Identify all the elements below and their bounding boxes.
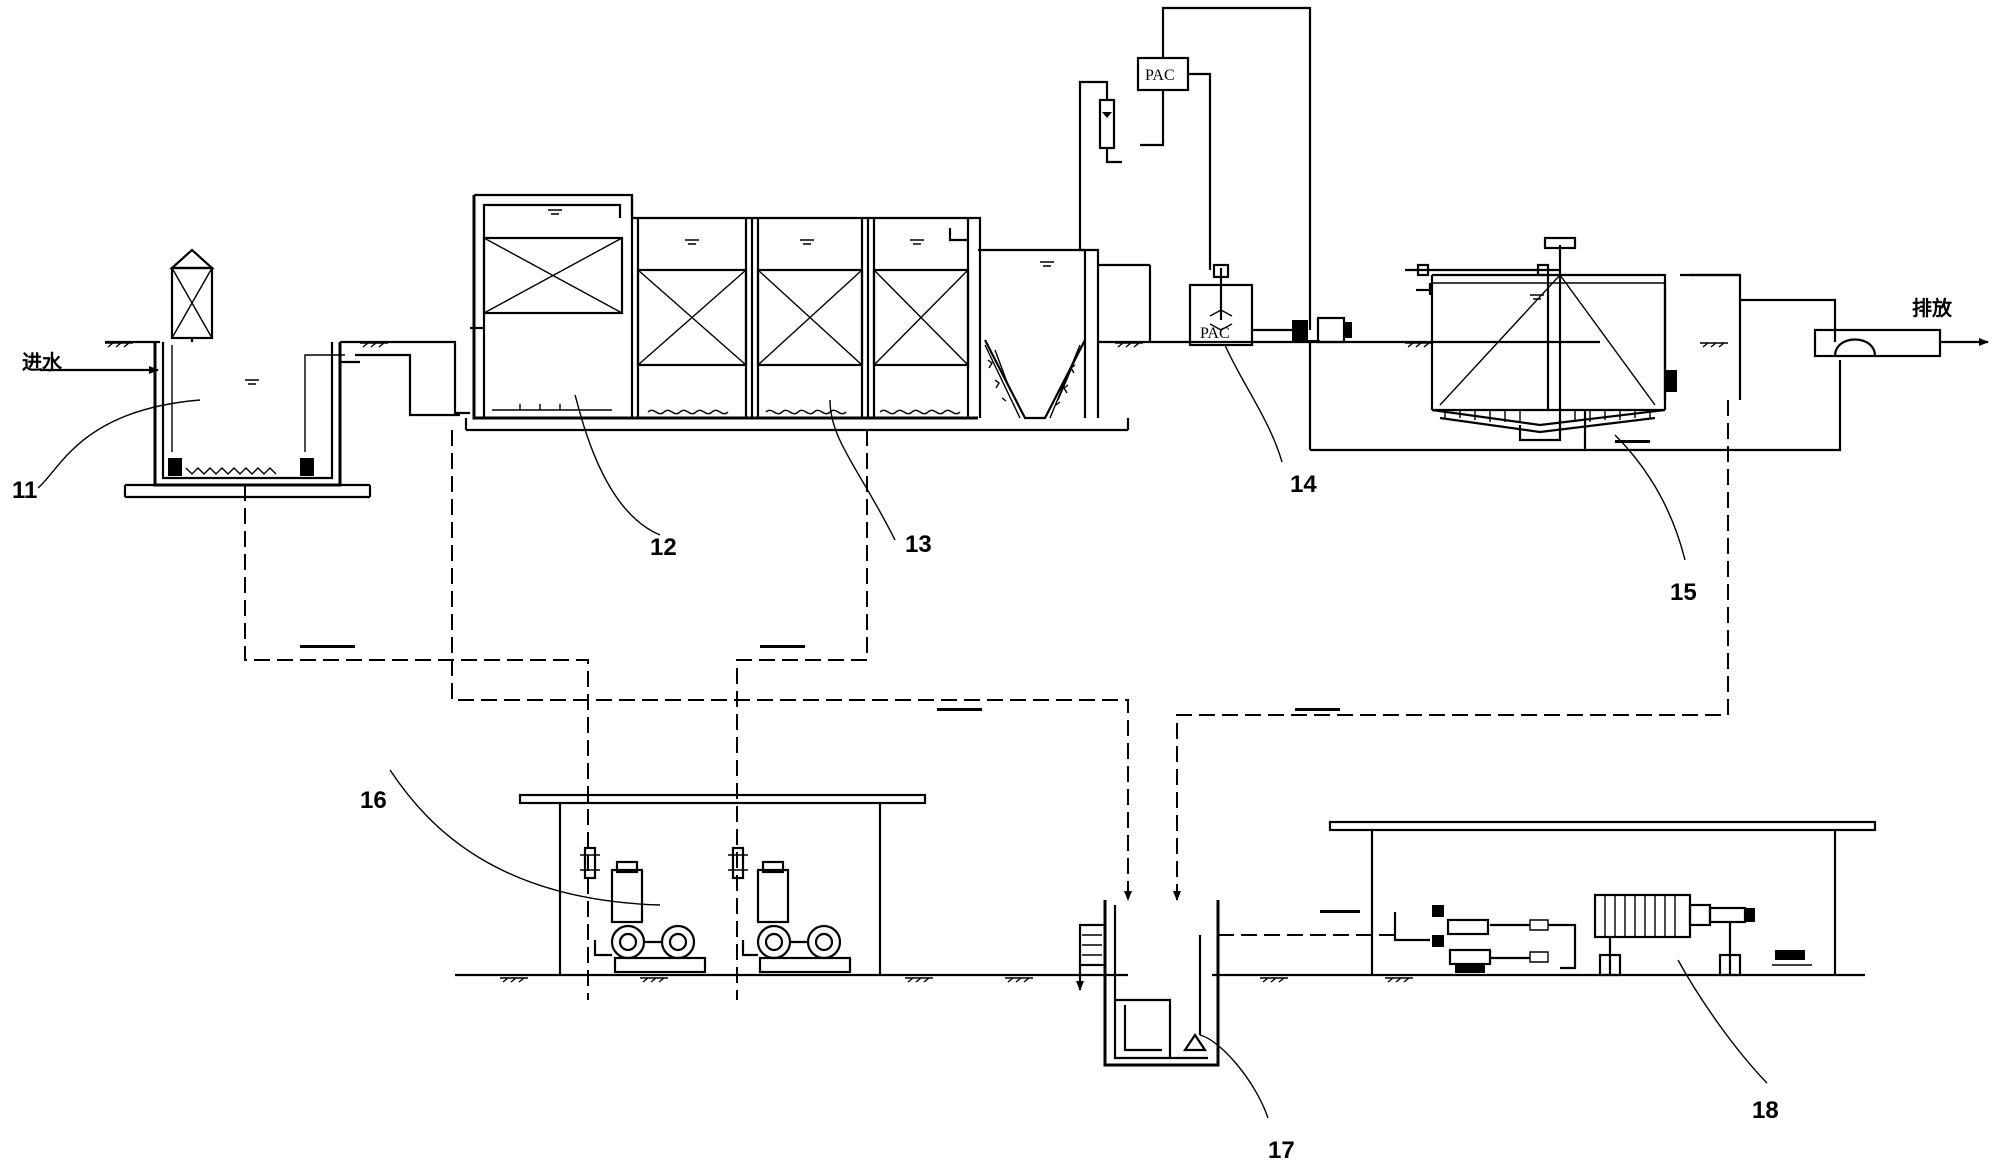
label-13: 13 xyxy=(905,531,932,558)
outlet-label: 排放 xyxy=(1912,296,1953,320)
inlet-label: 进水 xyxy=(22,350,63,374)
pump-house xyxy=(455,793,1865,977)
label-18: 18 xyxy=(1752,1097,1779,1124)
hydrolysis-tank xyxy=(464,193,1130,432)
pac-top-label: PAC xyxy=(1145,67,1175,84)
pac-dosing-system: PAC PAC xyxy=(1078,6,1352,347)
flow-arrows xyxy=(300,340,1650,913)
label-12: 12 xyxy=(650,534,677,561)
sludge-sump xyxy=(1076,900,1220,1067)
label-15: 15 xyxy=(1670,579,1697,606)
label-17: 17 xyxy=(1268,1137,1295,1164)
secondary-clarifier: 排放 xyxy=(1308,236,1989,452)
filter-press-house xyxy=(1328,820,1877,977)
contact-oxidation-tanks xyxy=(632,216,982,418)
label-16: 16 xyxy=(360,787,387,814)
leader-lines xyxy=(37,344,1768,1119)
settling-hopper xyxy=(978,248,1600,420)
label-11: 11 xyxy=(12,477,37,504)
label-14: 14 xyxy=(1290,471,1317,498)
ground-symbols xyxy=(105,342,1728,983)
equalization-tank: 进水 xyxy=(22,248,372,499)
